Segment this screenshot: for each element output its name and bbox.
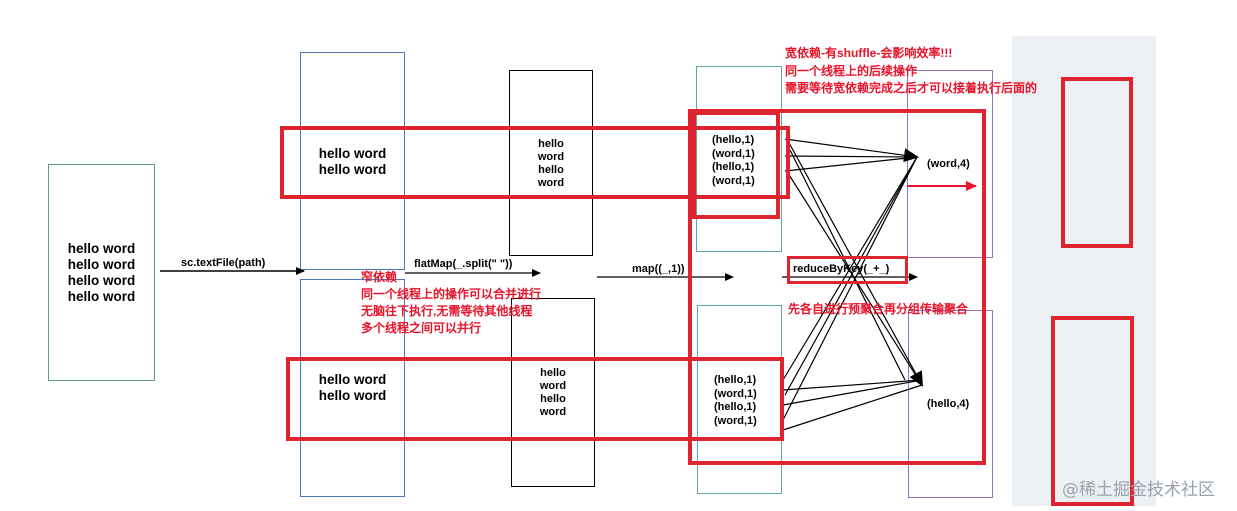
panel-highlight-bottom bbox=[1051, 316, 1134, 506]
preaggregation-note: 先各自进行预聚合再分组传输聚合 bbox=[788, 302, 969, 316]
narrow-highlight-bottom bbox=[286, 357, 784, 441]
textfile-label: sc.textFile(path) bbox=[181, 257, 266, 269]
pairs-top-box bbox=[696, 66, 782, 252]
pairs-bottom-text: (hello,1) (word,1) (hello,1) (word,1) bbox=[714, 374, 757, 427]
narrow-dependency-note: 窄依赖 同一个线程上的操作可以合并进行 无脑往下执行,无需等待其他线程 多个线程… bbox=[361, 270, 542, 335]
narrow-highlight-top bbox=[280, 126, 790, 199]
source-text: hello word hello word hello word hello w… bbox=[67, 241, 136, 304]
reduce-label: reduceByKey(_+_) bbox=[793, 263, 890, 275]
partition-top-text: hello word hello word bbox=[318, 146, 387, 177]
pairs-top-highlight bbox=[692, 111, 780, 219]
partition-bottom-box bbox=[300, 279, 405, 497]
words-bottom-text: hello word hello word bbox=[539, 367, 567, 418]
wide-dependency-note: 宽依赖-有shuffle-会影响效率!!! 同一个线程上的后续操作 需要等待宽依… bbox=[785, 46, 1038, 95]
result-bottom-text: (hello,4) bbox=[927, 398, 970, 410]
result-top-box bbox=[907, 70, 993, 258]
reduce-highlight bbox=[787, 256, 908, 284]
flatmap-label: flatMap(_.split(" ")) bbox=[414, 258, 513, 270]
partition-bottom-text: hello word hello word bbox=[318, 372, 387, 403]
result-bottom-box bbox=[908, 310, 993, 498]
map-label: map((_,1)) bbox=[632, 263, 685, 275]
pairs-top-text: (hello,1) (word,1) (hello,1) (word,1) bbox=[712, 134, 755, 187]
source-box bbox=[48, 164, 155, 381]
words-top-text: hello word hello word bbox=[537, 138, 565, 189]
wide-highlight bbox=[688, 109, 986, 465]
words-top-box bbox=[509, 70, 593, 256]
watermark: @稀土掘金技术社区 bbox=[1062, 480, 1215, 500]
partition-top-box bbox=[300, 52, 405, 270]
result-top-text: (word,4) bbox=[927, 158, 970, 170]
panel-highlight-top bbox=[1061, 77, 1133, 248]
words-bottom-box bbox=[511, 298, 595, 487]
